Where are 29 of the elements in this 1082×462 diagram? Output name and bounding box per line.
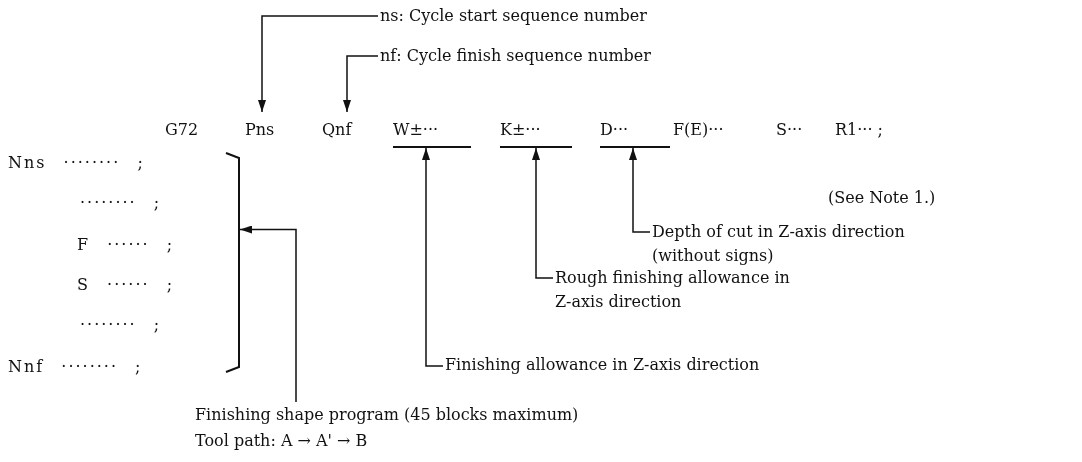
leader-line xyxy=(258,15,379,113)
code-word: G72 xyxy=(165,119,199,141)
code-line: ········ ; xyxy=(80,192,162,214)
code-line: ········ ; xyxy=(80,314,162,336)
code-word: W±··· xyxy=(393,112,471,148)
leader-line xyxy=(629,147,651,233)
code-line: Nns ········ ; xyxy=(8,152,145,174)
code-line: F ······ ; xyxy=(77,234,175,256)
code-word: D··· xyxy=(600,112,670,148)
annotation-text: Finishing shape program (45 blocks maximum) xyxy=(195,404,580,426)
annotation-text: nf: Cycle finish sequence number xyxy=(380,45,651,67)
code-word: Qnf xyxy=(322,112,372,148)
annotation-text: ns: Cycle start sequence number xyxy=(380,5,647,27)
leader-line xyxy=(422,147,444,367)
code-word: Pns xyxy=(245,112,295,148)
leader-line xyxy=(343,55,379,113)
leader-line xyxy=(239,225,297,403)
code-line: Nnf ········ ; xyxy=(8,356,143,378)
annotation-text: Rough finishing allowance in Z-axis direction xyxy=(555,266,795,314)
annotation-text: Finishing allowance in Z-axis direction xyxy=(445,354,760,376)
code-word: F(E)··· xyxy=(673,119,724,141)
annotation-text: Depth of cut in Z-axis direction (without signs) xyxy=(652,220,972,268)
code-word: S··· xyxy=(776,119,803,141)
code-word: R1··· ; xyxy=(835,119,883,141)
leader-line xyxy=(532,147,554,279)
code-word: (See Note 1.) xyxy=(828,187,936,209)
annotation-text: Tool path: A → A' → B xyxy=(195,430,369,452)
code-line: S ······ ; xyxy=(77,274,175,296)
code-word: K±··· xyxy=(500,112,572,148)
